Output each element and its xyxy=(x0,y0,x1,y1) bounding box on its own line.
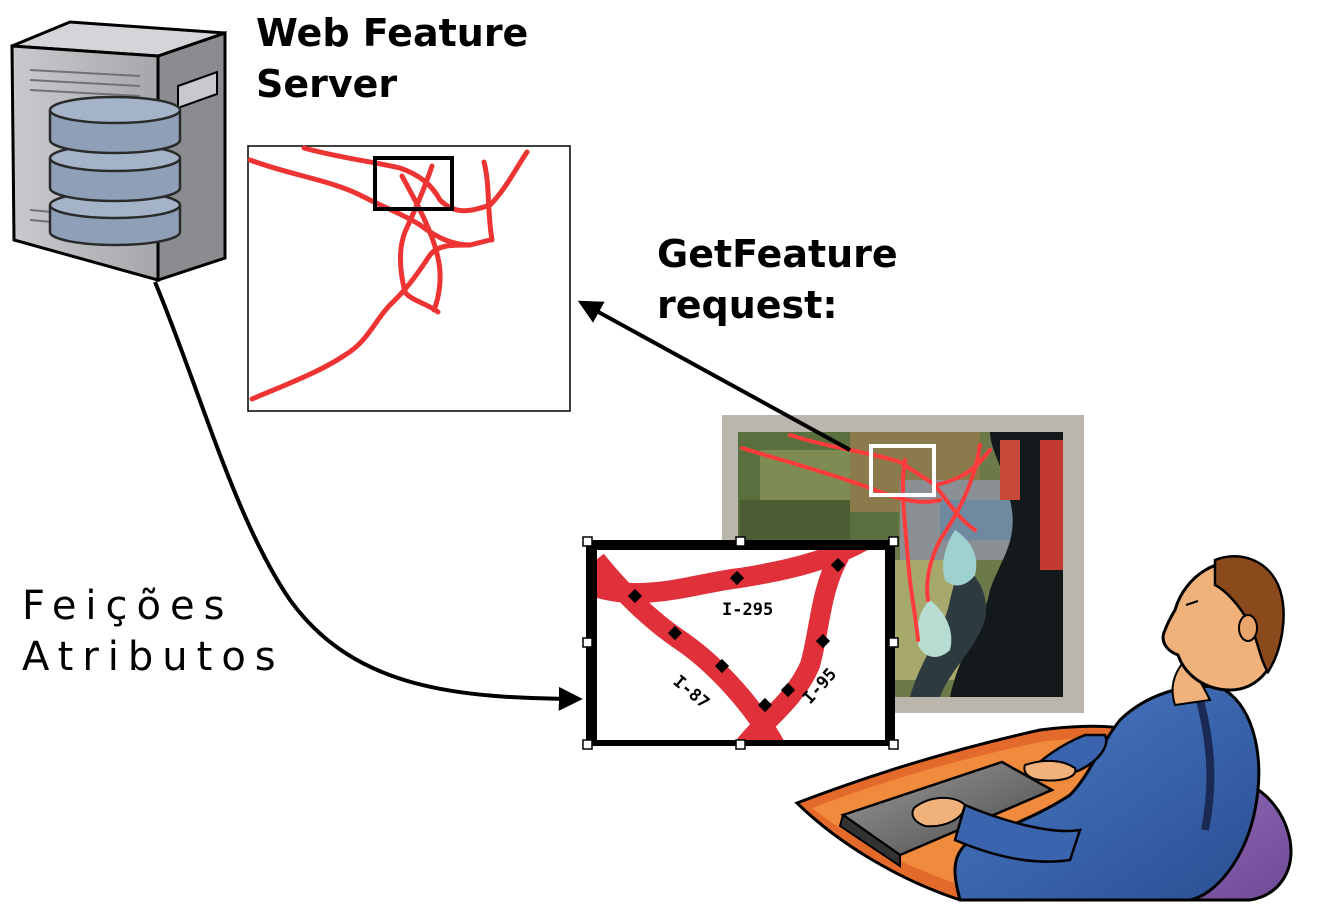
vector-map xyxy=(247,145,571,412)
server-icon xyxy=(10,20,227,283)
road-label-i295: I-295 xyxy=(722,600,773,620)
resize-handles xyxy=(582,536,899,750)
database-icon xyxy=(48,95,182,247)
response-label-line1: Feições xyxy=(22,583,233,629)
selection-box-white xyxy=(869,444,936,497)
response-label-line2: Atributos xyxy=(22,634,285,680)
user-icon xyxy=(794,555,1293,902)
vertex-markers xyxy=(627,557,846,713)
response-arrow xyxy=(153,281,583,711)
request-arrow xyxy=(577,300,851,452)
request-label-line1: GetFeature xyxy=(657,232,898,276)
server-title-line2: Server xyxy=(256,62,397,106)
selection-box xyxy=(373,156,454,211)
request-label-line2: request: xyxy=(657,283,838,327)
feature-detail-view: I-295 I-87 I-95 xyxy=(582,536,899,750)
server-title-line1: Web Feature xyxy=(256,11,528,55)
road-network-icon xyxy=(247,145,530,402)
